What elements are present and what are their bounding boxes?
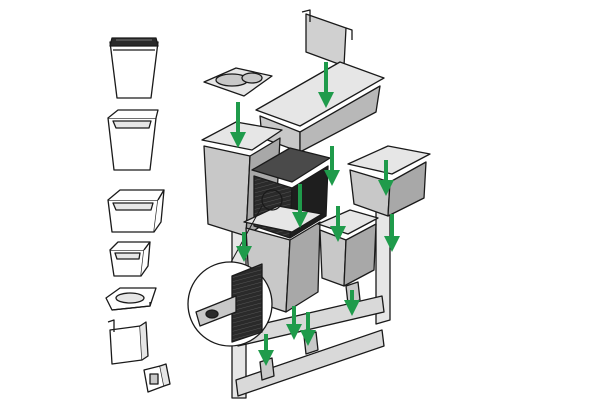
long-tray-icon [107,189,165,233]
top-lid-tray [203,67,273,97]
rail-clip-a [259,357,275,381]
small-bin-icon [109,241,151,277]
assembly-arrows [230,62,400,366]
assembly-group [187,9,431,399]
mounting-clip-icon [143,363,171,393]
right-upper-bin [347,145,431,217]
hanging-divider [301,9,353,67]
right-small-bin [317,209,379,287]
tall-bin-liner-icon [109,37,159,99]
tall-bin-icon [107,109,159,171]
long-trough [255,61,385,153]
divider-plate-icon [107,319,149,365]
lid-tray-icon [105,287,157,311]
parts-catalog [105,37,171,393]
